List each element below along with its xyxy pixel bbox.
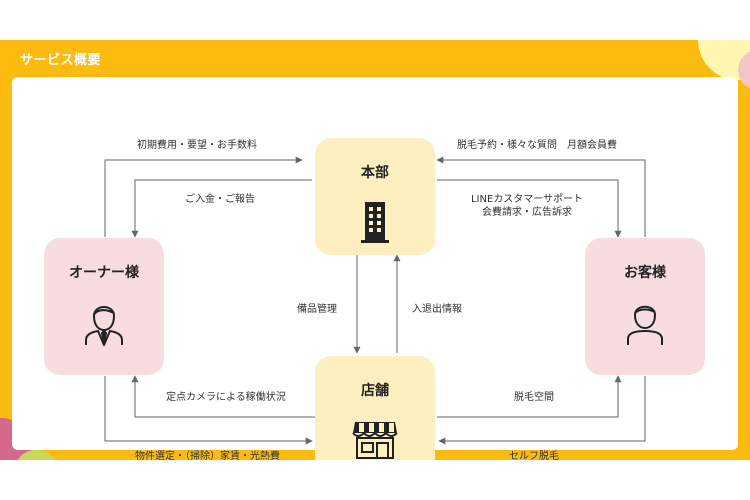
arrow-hq-to-customer [437, 179, 622, 238]
decorative-circle [14, 450, 58, 460]
businessman-icon [82, 300, 126, 350]
label-customer-to-hq: 脱毛予約・様々な質問 月額会員費 [457, 140, 617, 151]
label-owner-to-hq: 初期費用・要望・お手数料 [137, 140, 257, 151]
label-customer-to-store: セルフ脱毛 [509, 451, 559, 460]
slide-background: サービス概要 [0, 40, 750, 460]
label-owner-to-store: 物件選定・（掃除）家賃・光熱費 [135, 451, 280, 460]
label-hq-to-customer-line1: LINEカスタマーサポート [470, 194, 584, 205]
owner-label: オーナー様 [69, 265, 139, 281]
label-store-to-customer: 脱毛空間 [514, 392, 554, 403]
label-hq-to-store: 備品管理 [297, 304, 337, 315]
store-node: 店舗 [315, 356, 435, 460]
arrow-customer-to-store [438, 376, 646, 445]
flow-arrows [104, 156, 646, 445]
customer-node: お客様 [585, 238, 705, 375]
store-label: 店舗 [361, 383, 389, 399]
arrow-owner-to-hq [104, 156, 303, 237]
slide-title: サービス概要 [20, 53, 102, 68]
arrow-customer-to-hq [436, 156, 646, 237]
label-hq-to-customer-line2: 会費請求・広告訴求 [482, 207, 572, 218]
arrow-owner-to-store [104, 376, 313, 445]
label-store-to-hq: 入退出情報 [412, 304, 462, 315]
person-icon [625, 300, 665, 350]
storefront-icon [352, 418, 398, 460]
arrow-store-to-owner [131, 375, 315, 418]
label-store-to-owner: 定点カメラによる稼働状況 [166, 392, 286, 403]
building-icon [360, 200, 390, 248]
hq-node: 本部 [315, 138, 435, 255]
decorative-circle [738, 50, 750, 90]
diagram-panel: 本部 オーナー様 [12, 77, 738, 460]
arrow-hq-to-owner [131, 179, 312, 238]
arrow-store-to-customer [437, 375, 622, 418]
label-hq-to-customer: LINEカスタマーサポート 会費請求・広告訴求 [467, 193, 587, 219]
customer-label: お客様 [624, 265, 666, 281]
label-hq-to-owner: ご入金・ご報告 [185, 194, 255, 205]
owner-node: オーナー様 [44, 238, 164, 375]
hq-label: 本部 [361, 165, 389, 181]
